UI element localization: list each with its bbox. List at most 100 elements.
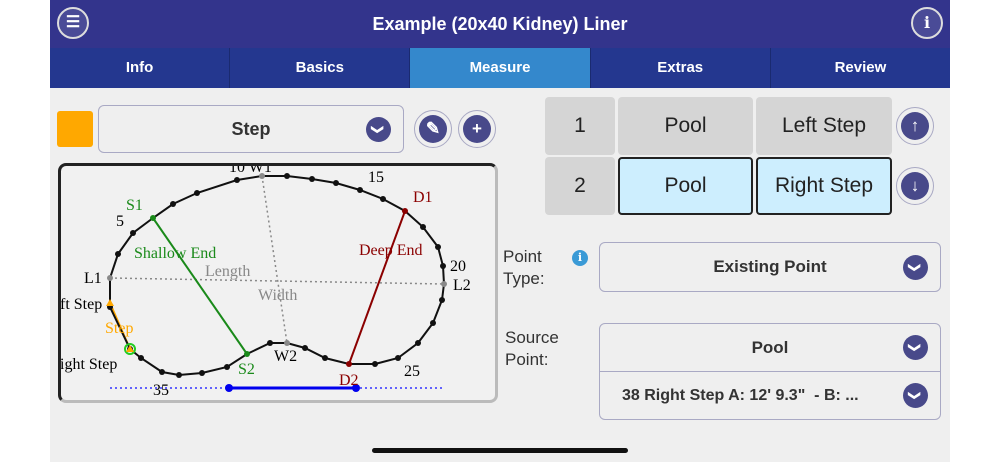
outline-point[interactable] xyxy=(199,370,205,376)
point-type-select[interactable]: Existing Point ❯ xyxy=(599,242,941,292)
home-indicator[interactable] xyxy=(372,448,628,453)
step-row-2-number[interactable]: 2 xyxy=(545,157,615,215)
right-step-marker[interactable] xyxy=(126,345,134,352)
step-row-1-step[interactable]: Left Step xyxy=(756,97,892,155)
outline-points xyxy=(107,173,447,378)
outline-point[interactable] xyxy=(302,345,308,351)
menu-button[interactable]: ☰ xyxy=(57,7,89,39)
outline-point[interactable] xyxy=(357,187,363,193)
arrow-up-icon: ↑ xyxy=(901,112,929,140)
selected-point-marker[interactable] xyxy=(124,343,136,355)
pool-outline-svg: 10 W1 15 D1 S1 5 Shallow End Deep End Le… xyxy=(61,166,471,399)
edit-button[interactable]: ✎ xyxy=(414,110,452,148)
outline-point[interactable] xyxy=(284,173,290,179)
outline-point[interactable] xyxy=(176,372,182,378)
label-d2: D2 xyxy=(339,372,359,389)
outline-point[interactable] xyxy=(115,251,121,257)
label-shallow-end: Shallow End xyxy=(134,245,216,262)
step-row-2-source[interactable]: Pool xyxy=(618,157,753,215)
move-down-button[interactable]: ↓ xyxy=(896,167,934,205)
outline-point[interactable] xyxy=(224,364,230,370)
shallow-end-line xyxy=(152,217,248,355)
label-width: Width xyxy=(258,287,297,304)
outline-point[interactable] xyxy=(159,369,165,375)
source-point-group: Pool ❯ 38 Right Step A: 12' 9.3" - B: ..… xyxy=(599,323,941,420)
tab-extras[interactable]: Extras xyxy=(591,48,771,88)
outline-point[interactable] xyxy=(380,196,386,202)
width-line xyxy=(261,175,288,344)
feature-select[interactable]: Step ❯ xyxy=(98,105,404,153)
chevron-down-icon: ❯ xyxy=(903,335,928,360)
info-icon: i xyxy=(923,13,931,32)
tab-basics[interactable]: Basics xyxy=(230,48,411,88)
label-15: 15 xyxy=(368,169,384,186)
chevron-down-icon: ❯ xyxy=(366,116,391,142)
label-35: 35 xyxy=(153,382,169,399)
move-up-button[interactable]: ↑ xyxy=(896,107,934,145)
outline-point[interactable] xyxy=(441,281,447,287)
outline-point[interactable] xyxy=(415,340,421,346)
step-row-2-step[interactable]: Right Step xyxy=(756,157,892,215)
outline-point[interactable] xyxy=(420,224,426,230)
info-button[interactable]: i xyxy=(911,7,943,39)
add-button[interactable]: + xyxy=(458,110,496,148)
outline-point[interactable] xyxy=(138,355,144,361)
outline-point[interactable] xyxy=(435,244,441,250)
arrow-down-icon: ↓ xyxy=(901,172,929,200)
header: ☰ Example (20x40 Kidney) Liner i xyxy=(50,0,950,48)
outline-point[interactable] xyxy=(402,208,408,214)
pool-diagram[interactable]: 10 W1 15 D1 S1 5 Shallow End Deep End Le… xyxy=(58,163,498,403)
tab-bar: Info Basics Measure Extras Review xyxy=(50,48,950,88)
pencil-icon: ✎ xyxy=(419,115,447,143)
outline-point[interactable] xyxy=(372,361,378,367)
chevron-down-icon: ❯ xyxy=(903,254,928,280)
outline-point[interactable] xyxy=(395,355,401,361)
left-step-marker[interactable] xyxy=(106,299,114,306)
label-l1: L1 xyxy=(84,270,102,287)
label-l2: L2 xyxy=(453,277,471,294)
source-select[interactable]: Pool ❯ xyxy=(600,324,940,372)
label-25: 25 xyxy=(404,363,420,380)
outline-point[interactable] xyxy=(440,263,446,269)
label-right-step: ight Step xyxy=(61,356,117,373)
label-length: Length xyxy=(205,263,250,280)
outline-point[interactable] xyxy=(259,173,265,179)
chevron-down-icon: ❯ xyxy=(903,383,928,408)
app: ☰ Example (20x40 Kidney) Liner i Info Ba… xyxy=(50,0,950,462)
point-type-info-icon[interactable]: i xyxy=(572,250,588,266)
tab-review[interactable]: Review xyxy=(834,59,887,76)
outline-point[interactable] xyxy=(130,230,136,236)
label-w2: W2 xyxy=(274,348,297,365)
outline-point[interactable] xyxy=(284,340,290,346)
outline-point[interactable] xyxy=(309,176,315,182)
outline-point[interactable] xyxy=(244,351,250,357)
feature-select-value: Step xyxy=(231,118,271,139)
step-row-1-number[interactable]: 1 xyxy=(545,97,615,155)
outline-point[interactable] xyxy=(333,180,339,186)
label-deep-end: Deep End xyxy=(359,242,423,259)
outline-point[interactable] xyxy=(194,190,200,196)
outline-point[interactable] xyxy=(346,361,352,367)
outline-point[interactable] xyxy=(430,320,436,326)
step-row-1-source[interactable]: Pool xyxy=(618,97,753,155)
baseline-point-b[interactable] xyxy=(352,384,360,392)
feature-color-swatch[interactable] xyxy=(57,111,93,147)
outline-point[interactable] xyxy=(234,177,240,183)
baseline-point-a[interactable] xyxy=(225,384,233,392)
outline-point[interactable] xyxy=(107,275,113,281)
source-point-select[interactable]: 38 Right Step A: 12' 9.3" - B: ... ❯ xyxy=(600,372,940,419)
plus-icon: + xyxy=(463,115,491,143)
tab-info[interactable]: Info xyxy=(50,48,231,88)
source-point-value: 38 Right Step A: 12' 9.3" - B: ... xyxy=(622,386,859,404)
outline-point[interactable] xyxy=(322,355,328,361)
label-step: Step xyxy=(105,320,133,337)
label-s2: S2 xyxy=(238,361,255,378)
outline-point[interactable] xyxy=(439,297,445,303)
outline-point[interactable] xyxy=(267,340,273,346)
outline-point[interactable] xyxy=(150,215,156,221)
tab-measure[interactable]: Measure xyxy=(410,48,591,88)
list-icon: ☰ xyxy=(65,14,81,31)
outline-point[interactable] xyxy=(170,201,176,207)
